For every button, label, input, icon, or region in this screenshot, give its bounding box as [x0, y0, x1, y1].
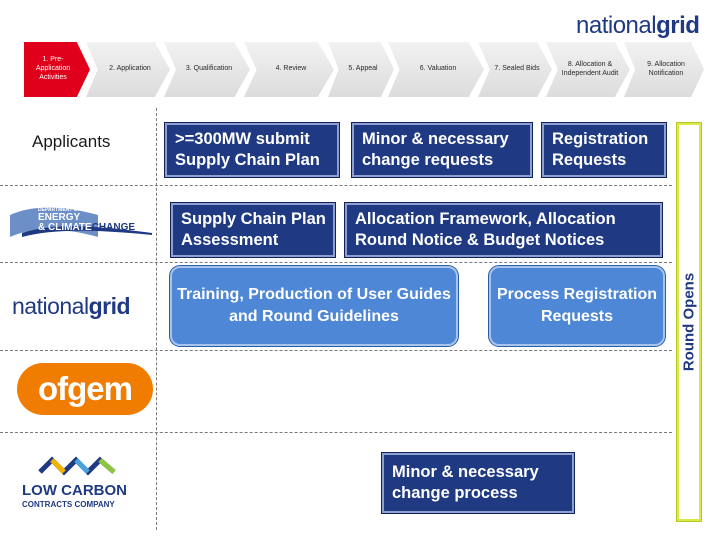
allocation-framework-box: Allocation Framework, Allocation Round N… — [345, 203, 662, 257]
lcc-logo: LOW CARBON CONTRACTS COMPANY — [16, 452, 146, 512]
stage-label-5: 5. Appeal — [348, 65, 378, 73]
training-guides-pill: Training, Production of User Guides and … — [170, 266, 458, 346]
minor-change-requests-box: Minor & necessary change requests — [352, 123, 532, 177]
decc-emblem-icon — [10, 207, 152, 237]
stage-chevron-7: 7. Sealed Bids — [478, 42, 552, 97]
stage-label-7: 7. Sealed Bids — [494, 65, 540, 73]
decc-line4: CHANGE — [91, 222, 136, 233]
decc-line1: DEPARTMENT OF — [38, 207, 81, 213]
lcc-emblem-icon — [38, 456, 116, 476]
ofgem-logo-text: ofgem — [38, 370, 133, 407]
stage-label-2: 2. Application — [109, 65, 151, 73]
stage-chevron-6: 6. Valuation — [388, 42, 484, 97]
stage-chevron-2: 2. Application — [86, 42, 170, 97]
supply-chain-assessment-box: Supply Chain Plan Assessment — [171, 203, 335, 257]
lane-divider-4 — [0, 432, 672, 433]
supply-chain-submit-box: >=300MW submit Supply Chain Plan — [165, 123, 339, 177]
decc-text: DEPARTMENT OF ENERGY & CLIMATECHANGE — [38, 208, 135, 233]
header-logo: nationalgrid — [576, 12, 700, 40]
ofgem-logo: ofgem — [17, 363, 153, 415]
stage-chevron-1: 1. Pre-Application Activities — [24, 42, 90, 97]
process-registration-pill: Process Registration Requests — [489, 266, 665, 346]
lane-divider-2 — [0, 262, 672, 263]
stage-chevron-3: 3. Qualification — [164, 42, 250, 97]
header-logo-suffix: grid — [656, 12, 700, 39]
round-opens-label: Round Opens — [680, 272, 698, 372]
stage-label-8: 8. Allocation & Independent Audit — [561, 60, 619, 77]
stage-chevron-8: 8. Allocation & Independent Audit — [546, 42, 630, 97]
stage-chevron-5: 5. Appeal — [328, 42, 394, 97]
stage-label-4: 4. Review — [275, 65, 307, 73]
stage-chevron-4: 4. Review — [244, 42, 334, 97]
stage-chevron-9: 9. Allocation Notification — [624, 42, 704, 97]
decc-logo: DEPARTMENT OF ENERGY & CLIMATECHANGE — [2, 203, 154, 241]
row-label-applicants: Applicants — [32, 132, 111, 151]
row-logo-ng-prefix: national — [12, 293, 89, 319]
row-logo-national-grid: nationalgrid — [12, 293, 131, 320]
round-opens-bar: Round Opens — [677, 123, 701, 521]
stage-label-3: 3. Qualification — [185, 65, 233, 73]
minor-change-process-box: Minor & necessary change process — [382, 453, 574, 513]
lane-divider-vertical — [156, 108, 157, 530]
decc-line2: ENERGY — [38, 212, 81, 223]
row-logo-ng-suffix: grid — [88, 293, 131, 319]
decc-line-group: & CLIMATECHANGE — [38, 223, 135, 233]
lcc-line2: CONTRACTS COMPANY — [22, 500, 115, 509]
lcc-line1: LOW CARBON — [22, 482, 127, 499]
registration-requests-box: Registration Requests — [542, 123, 666, 177]
lane-divider-1 — [0, 185, 672, 186]
stage-label-6: 6. Valuation — [419, 65, 457, 73]
decc-line3: & CLIMATE — [38, 222, 92, 233]
lane-divider-3 — [0, 350, 672, 351]
stage-label-9: 9. Allocation Notification — [647, 60, 685, 77]
stage-label-1: 1. Pre-Application Activities — [35, 56, 71, 81]
header-logo-prefix: national — [576, 12, 657, 39]
